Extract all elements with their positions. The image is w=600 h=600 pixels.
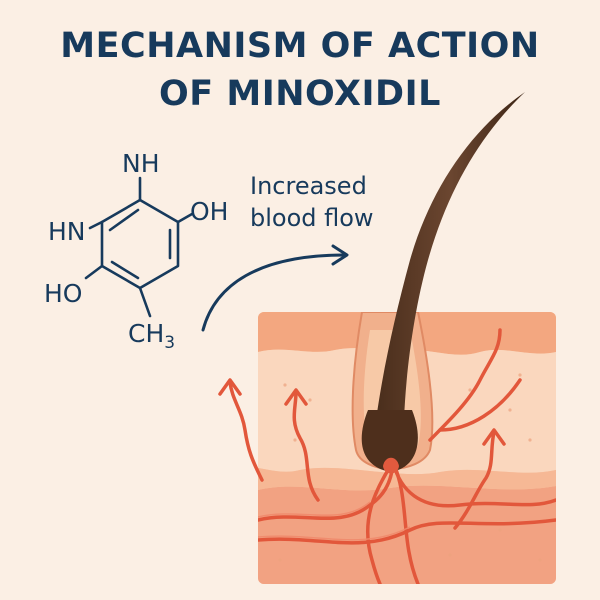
rising-vessel-right xyxy=(453,430,496,530)
rising-vessel-left-head xyxy=(218,378,242,396)
bond-ho xyxy=(84,264,104,280)
blood-flow-annotation: Increased blood flow xyxy=(250,170,374,234)
annotation-line-2: blood flow xyxy=(250,204,374,232)
vessel-highlights xyxy=(258,501,411,541)
label-hn: HN xyxy=(48,217,86,246)
rising-vessel-mid-head xyxy=(284,388,308,406)
title-line-1: MECHANISM OF ACTION xyxy=(60,26,540,66)
label-ch3-subscript: 3 xyxy=(164,333,176,353)
page-title: MECHANISM OF ACTION OF MINOXIDIL xyxy=(0,22,600,118)
dermal-papilla xyxy=(383,457,399,474)
inner-bond-2 xyxy=(108,208,140,232)
rising-vessel-left xyxy=(228,380,264,482)
label-oh: OH xyxy=(190,197,229,226)
label-ch3-base: CH xyxy=(128,319,165,348)
bond-oh xyxy=(176,212,194,224)
rising-vessel-mid xyxy=(292,390,320,502)
flow-arrow-head xyxy=(331,244,349,266)
hair-shaft xyxy=(376,92,525,420)
bond-hn xyxy=(88,220,104,230)
title-line-2: OF MINOXIDIL xyxy=(159,74,441,114)
annotation-line-1: Increased xyxy=(250,172,367,200)
vessel-network xyxy=(258,328,556,584)
flow-arrow xyxy=(201,253,347,332)
inner-bond-3 xyxy=(110,260,140,280)
label-ho: HO xyxy=(44,279,83,308)
label-ch3: CH3 xyxy=(128,320,175,357)
hair-bulb xyxy=(361,410,418,472)
bond-ch3 xyxy=(138,286,152,318)
label-nh: NH xyxy=(122,149,160,178)
rising-vessel-right-head xyxy=(482,428,506,446)
